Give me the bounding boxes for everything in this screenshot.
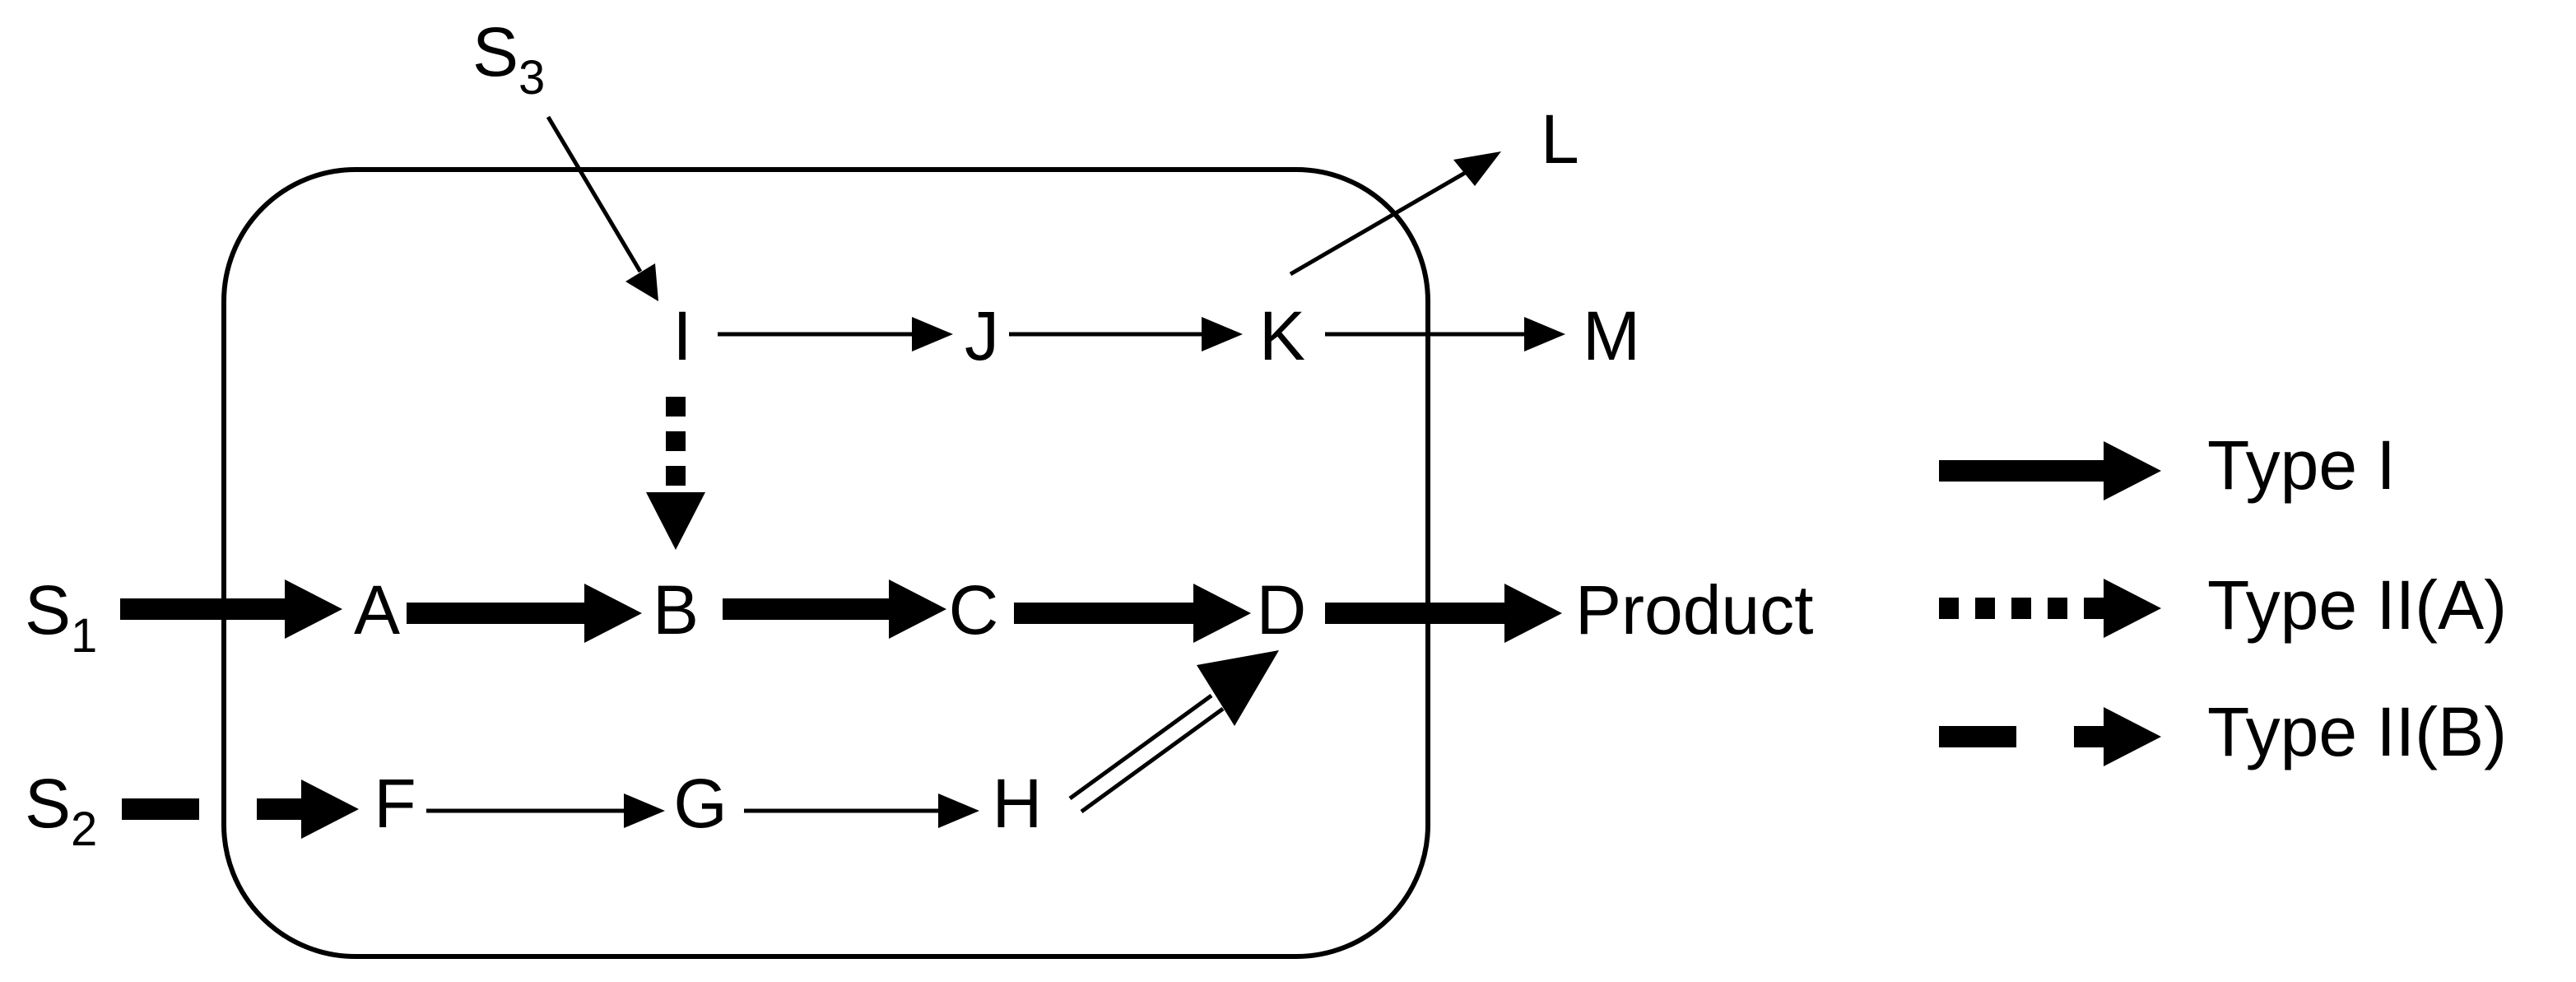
legend: Type I Type II(A) Type II(B) xyxy=(1939,426,2507,770)
legend-type-iia-dot-4 xyxy=(2048,598,2067,619)
node-a: A xyxy=(354,571,400,649)
arrow-c-d-head xyxy=(1193,584,1251,643)
arrow-h-d xyxy=(1068,650,1279,814)
type-iib-arrows xyxy=(122,780,359,839)
legend-type-iia-head xyxy=(2104,579,2161,638)
thin-arrows xyxy=(426,115,1565,828)
arrow-s1-a-head xyxy=(285,579,342,639)
legend-type-iia-dot-5 xyxy=(2084,598,2104,619)
legend-item-type-iib: Type II(B) xyxy=(1939,693,2507,770)
node-l: L xyxy=(1541,100,1579,178)
node-c: C xyxy=(949,571,999,649)
legend-type-iia-dot-3 xyxy=(2011,598,2031,619)
arrow-b-c-head xyxy=(889,579,946,639)
arrow-h-d-line-1 xyxy=(1068,693,1213,801)
legend-type-i-head xyxy=(2104,441,2161,500)
legend-type-iib-head xyxy=(2104,707,2161,766)
node-i: I xyxy=(672,297,691,375)
legend-item-type-i: Type I xyxy=(1939,426,2396,504)
arrow-i-j-head xyxy=(912,317,953,351)
arrow-f-g-head xyxy=(624,794,665,828)
node-d: D xyxy=(1257,571,1307,649)
arrow-j-k-head xyxy=(1202,317,1243,351)
arrow-h-d-line-2 xyxy=(1080,706,1225,814)
node-m: M xyxy=(1583,297,1640,375)
arrow-k-l-head xyxy=(1453,151,1501,186)
legend-item-type-iia: Type II(A) xyxy=(1939,566,2507,644)
arrow-d-product-head xyxy=(1504,584,1562,643)
node-k: K xyxy=(1259,297,1305,375)
arrow-s3-i-head xyxy=(625,263,658,301)
node-s1: S1 xyxy=(25,571,97,663)
arrow-s2-f-head xyxy=(301,780,359,839)
arrow-i-b-dot-2 xyxy=(666,431,686,451)
node-f: F xyxy=(374,765,416,842)
cell-boundary xyxy=(221,167,1430,959)
legend-type-iia-dot-1 xyxy=(1939,598,1959,619)
legend-type-i-label: Type I xyxy=(2207,426,2396,504)
legend-type-iia-dot-2 xyxy=(1975,598,1995,619)
arrow-i-b-head xyxy=(646,492,705,550)
arrow-h-d-head xyxy=(1197,650,1279,726)
arrow-k-l xyxy=(1289,170,1467,277)
arrow-g-h-head xyxy=(938,794,979,828)
node-j: J xyxy=(965,297,999,375)
node-b: B xyxy=(653,571,699,649)
node-product: Product xyxy=(1575,571,1814,649)
node-labels: S3 L I J K M S1 A B C D Product S2 F G H xyxy=(25,13,1814,856)
node-s3: S3 xyxy=(472,13,545,105)
arrow-a-b-head xyxy=(584,584,642,643)
arrow-i-b-dot-3 xyxy=(666,466,686,486)
node-h: H xyxy=(993,765,1043,842)
arrow-i-b-dot-1 xyxy=(666,397,686,417)
node-g: G xyxy=(673,765,727,842)
type-i-arrows xyxy=(120,579,1562,643)
arrow-k-m-head xyxy=(1524,317,1565,351)
arrow-s3-i xyxy=(546,115,643,273)
type-iia-arrows xyxy=(646,397,705,550)
node-s2: S2 xyxy=(25,765,97,856)
legend-type-iib-label: Type II(B) xyxy=(2207,693,2507,770)
legend-type-iia-label: Type II(A) xyxy=(2207,566,2507,644)
